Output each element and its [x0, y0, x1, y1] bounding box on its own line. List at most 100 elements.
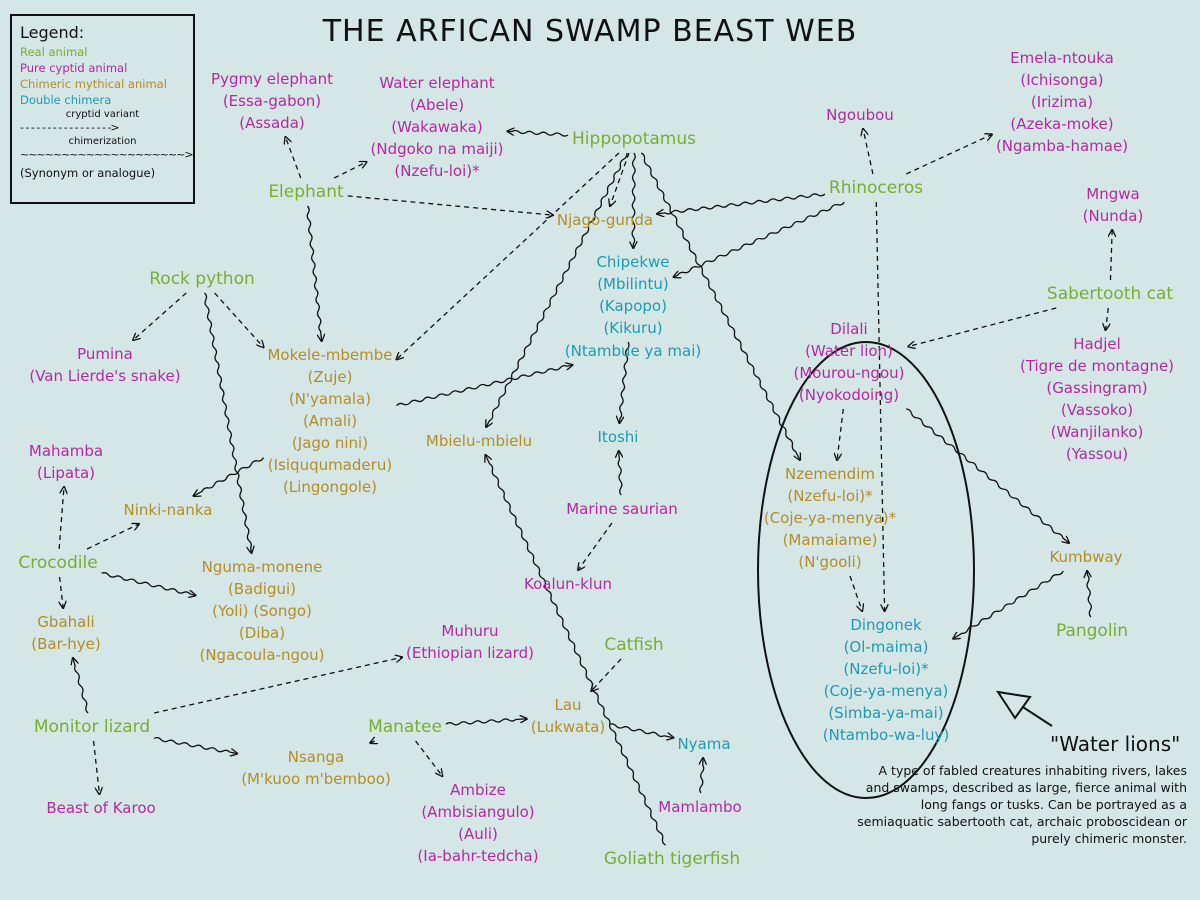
node-synonym: (Simba-ya-mai) [828, 704, 944, 722]
edge-crocodile-to-gbahali [60, 576, 64, 608]
node-synonym: (Ichisonga) [1020, 71, 1104, 89]
node-chipekwe: Chipekwe(Mbilintu)(Kapopo)(Kikuru) [596, 251, 669, 339]
edge-sabertooth-cat-to-hadjel [1106, 307, 1109, 330]
node-name: Dilali [830, 320, 868, 338]
node-ambize: Ambize(Ambisiangulo)(Auli)(Ia-bahr-tedch… [417, 779, 538, 867]
node-kumbway: Kumbway [1049, 546, 1122, 568]
node-synonym: (Water lion) [805, 342, 893, 360]
node-synonym: (Mourou-ngou) [793, 364, 905, 382]
node-synonym: (Mbilintu) [597, 275, 669, 293]
edge-sabertooth-cat-to-mngwa [1110, 230, 1112, 281]
node-dilali: Dilali(Water lion)(Mourou-ngou)(Nyokodoi… [794, 318, 905, 406]
edge-nzemendim-to-dingonek [849, 575, 862, 611]
node-name: Rhinoceros [828, 178, 924, 198]
node-name: Crocodile [18, 553, 98, 573]
node-synonym: (Azeka-moke) [1010, 115, 1114, 133]
node-synonym: (Badigui) [227, 580, 297, 598]
edge-elephant-to-pygmy-elephant [285, 137, 302, 179]
node-name: Sabertooth cat [1046, 284, 1174, 304]
node-beast-of-karoo: Beast of Karoo [46, 797, 155, 819]
legend-synonym: (Synonym or analogue) [20, 166, 156, 180]
node-pygmy-elephant: Pygmy elephant(Essa-gabon)(Assada) [211, 68, 333, 134]
edge-manatee-to-ambize [415, 740, 443, 776]
node-name: Beast of Karoo [46, 799, 156, 817]
legend-double: Double chimera [20, 93, 112, 107]
node-name: Gbahali [37, 613, 95, 631]
edge-hippopotamus-to-chipekwe [632, 152, 635, 248]
node-marine-saurian: Marine saurian [566, 498, 678, 520]
edge-lau-to-nyama [608, 723, 673, 738]
node-synonym: (Lukwata) [530, 718, 606, 736]
node-ntambue: (Ntambue ya mai) [565, 340, 701, 362]
edge-hippopotamus-to-water-elephant [508, 130, 569, 137]
node-synonym: (Tigre de montagne) [1019, 357, 1175, 375]
node-name: Kumbway [1049, 548, 1123, 566]
node-synonym: (Lingongole) [282, 478, 378, 496]
legend-title: Legend: [20, 23, 85, 42]
node-name: Nyama [677, 735, 731, 753]
node-nyama: Nyama [677, 733, 730, 755]
node-name: Mahamba [28, 442, 104, 460]
node-synonym: (Wakawaka) [391, 118, 483, 136]
node-goliath-tigerfish: Goliath tigerfish [604, 848, 740, 870]
node-synonym: (Assada) [239, 114, 305, 132]
node-name: Pangolin [1055, 621, 1129, 641]
edge-rhinoceros-to-ngoubou [863, 129, 874, 175]
node-synonym: (Kikuru) [603, 319, 663, 337]
node-name: Koalun-klun [524, 575, 612, 593]
node-name: Njago-gunda [556, 211, 654, 229]
node-synonym: (Abele) [409, 96, 465, 114]
node-synonym: (Amali) [302, 412, 358, 430]
node-name: Ninki-nanka [123, 501, 213, 519]
edge-crocodile-to-ninki-nanka [86, 524, 139, 550]
node-ninki-nanka: Ninki-nanka [124, 499, 213, 521]
edge-rock-python-to-mokele-mbembe [214, 292, 264, 347]
edge-manatee-to-lau [445, 719, 527, 726]
node-synonym: (Gassingram) [1046, 379, 1148, 397]
node-synonym: (Nzefu-loi)* [394, 162, 480, 180]
edge-marine-saurian-to-koalun-klun [578, 522, 613, 570]
node-koalun-klun: Koalun-klun [524, 573, 612, 595]
node-synonym: (Yassou) [1065, 445, 1129, 463]
edge-mokele-mbembe-to-ninki-nanka [193, 457, 265, 496]
node-nzemendim: Nzemendim(Nzefu-loi)*(Coje-ya-menya)*(Ma… [764, 463, 896, 573]
node-name: Nsanga [287, 748, 345, 766]
node-synonym: (Ambisiangulo) [421, 803, 535, 821]
node-name: Ngoubou [826, 106, 894, 124]
edge-catfish-to-lau [591, 658, 622, 691]
edge-elephant-to-njago-gunda [347, 195, 553, 215]
legend-chimerization-label: chimerization [68, 136, 137, 147]
node-name: Water elephant [379, 74, 495, 92]
node-synonym: (Mamaiame) [782, 531, 878, 549]
edge-kumbway-to-dingonek [953, 570, 1064, 639]
node-muhuru: Muhuru(Ethiopian lizard) [406, 620, 534, 664]
edge-elephant-to-water-elephant [333, 162, 366, 179]
node-synonym: (Ngacoula-ngou) [199, 646, 325, 664]
node-sabertooth-cat: Sabertooth cat [1047, 283, 1173, 305]
node-name: Ambize [450, 781, 506, 799]
node-synonym: (Vassoko) [1060, 401, 1134, 419]
node-synonym: (Ol-maima) [843, 638, 929, 656]
node-synonym: (Ntambo-wa-luy) [822, 726, 950, 744]
node-synonym: (Coje-ya-menya)* [763, 509, 897, 527]
node-nguma-monene: Nguma-monene(Badigui)(Yoli) (Songo)(Diba… [199, 556, 324, 666]
node-name: Goliath tigerfish [603, 849, 741, 869]
node-name: Nzemendim [785, 465, 875, 483]
node-synonym: (Van Lierde's snake) [29, 367, 181, 385]
node-ngoubou: Ngoubou [826, 104, 894, 126]
node-name: (Ntambue ya mai) [564, 342, 702, 360]
diagram-title: THE ARFICAN SWAMP BEAST WEB [322, 14, 858, 49]
legend-variant-label: cryptid variant [65, 109, 140, 120]
node-synonym: (Coje-ya-menya) [823, 682, 949, 700]
node-name: Itoshi [597, 428, 639, 446]
node-emela-ntouka: Emela-ntouka(Ichisonga)(Irizima)(Azeka-m… [996, 47, 1128, 157]
node-synonym: (Bar-hye) [31, 635, 101, 653]
node-synonym: (Ethiopian lizard) [406, 644, 534, 662]
node-mbielu-mbielu: Mbielu-mbielu [426, 430, 532, 452]
node-synonym: (Irizima) [1030, 93, 1094, 111]
node-mokele-mbembe: Mokele-mbembe(Zuje)(N'yamala)(Amali)(Jag… [267, 344, 392, 498]
node-synonym: (N'gooli) [798, 553, 862, 571]
node-name: Rock python [149, 269, 255, 289]
node-hadjel: Hadjel(Tigre de montagne)(Gassingram)(Va… [1020, 333, 1174, 465]
